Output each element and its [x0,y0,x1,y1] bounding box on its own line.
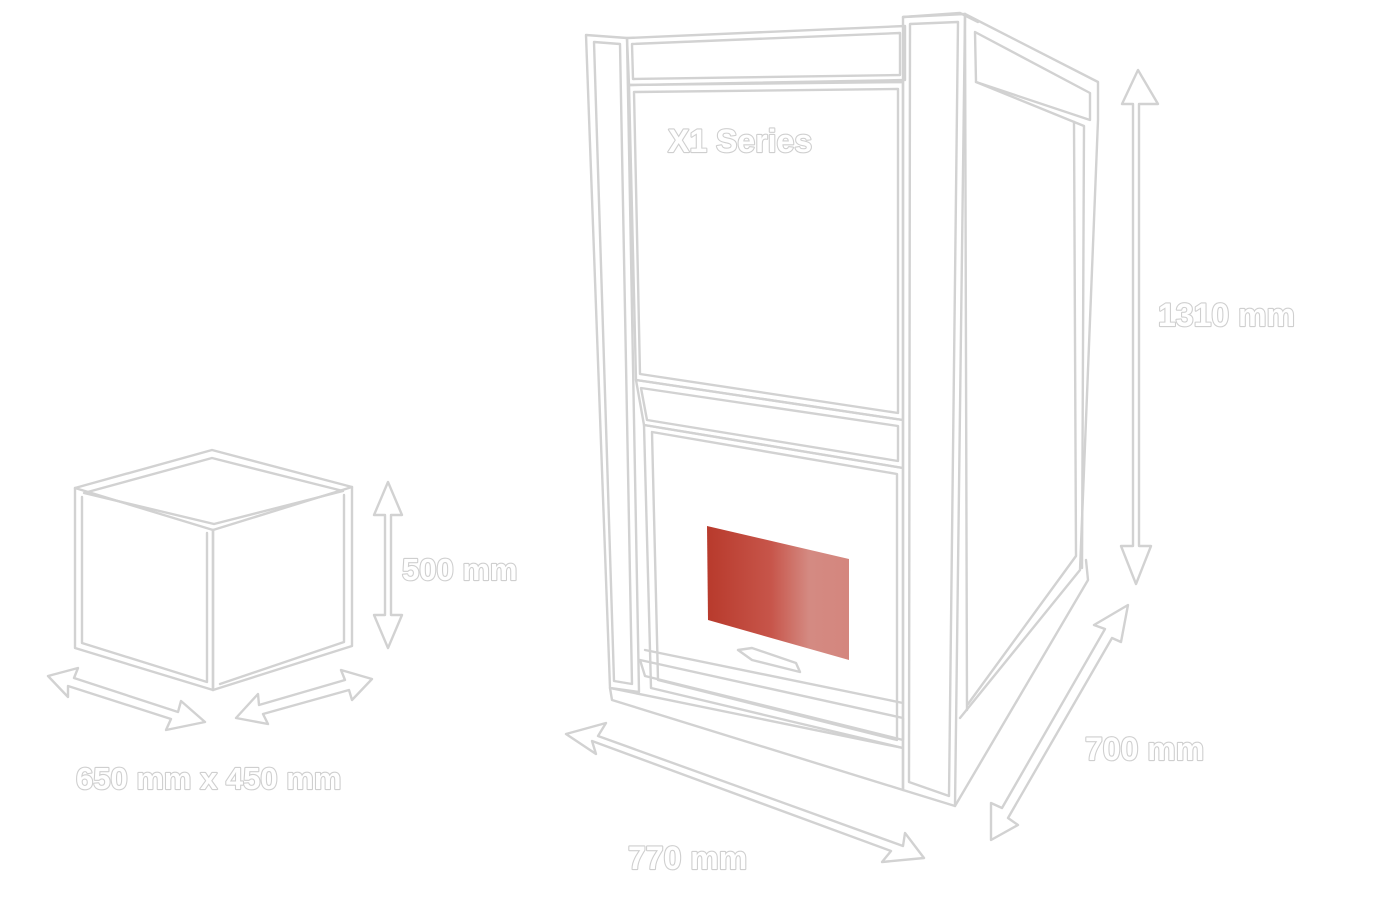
width-arrow [564,721,926,864]
side-panel [953,12,1100,808]
box-footprint-label: 650 mm x 450 mm [76,761,341,796]
viewing-window [707,526,849,660]
top-beam [625,24,907,87]
depth-dimension-label: 700 mm [1085,731,1204,767]
box-height-label: 500 mm [402,552,517,587]
box-width-arrow [46,666,207,732]
height-arrow [1119,68,1160,586]
box-depth-arrow [234,668,374,726]
series-label: X1 Series [668,123,812,159]
front-left-post [584,33,641,694]
width-dimension-label: 770 mm [628,840,747,876]
base-rail [608,648,905,792]
height-dimension-label: 1310 mm [1158,297,1295,333]
door-handle [736,646,802,674]
box-height-arrow [372,480,404,650]
laser-machine: X1 Series [584,11,1100,808]
shipping-box: 500 mm 650 mm x 450 mm [46,448,519,797]
depth-arrow [989,603,1130,842]
